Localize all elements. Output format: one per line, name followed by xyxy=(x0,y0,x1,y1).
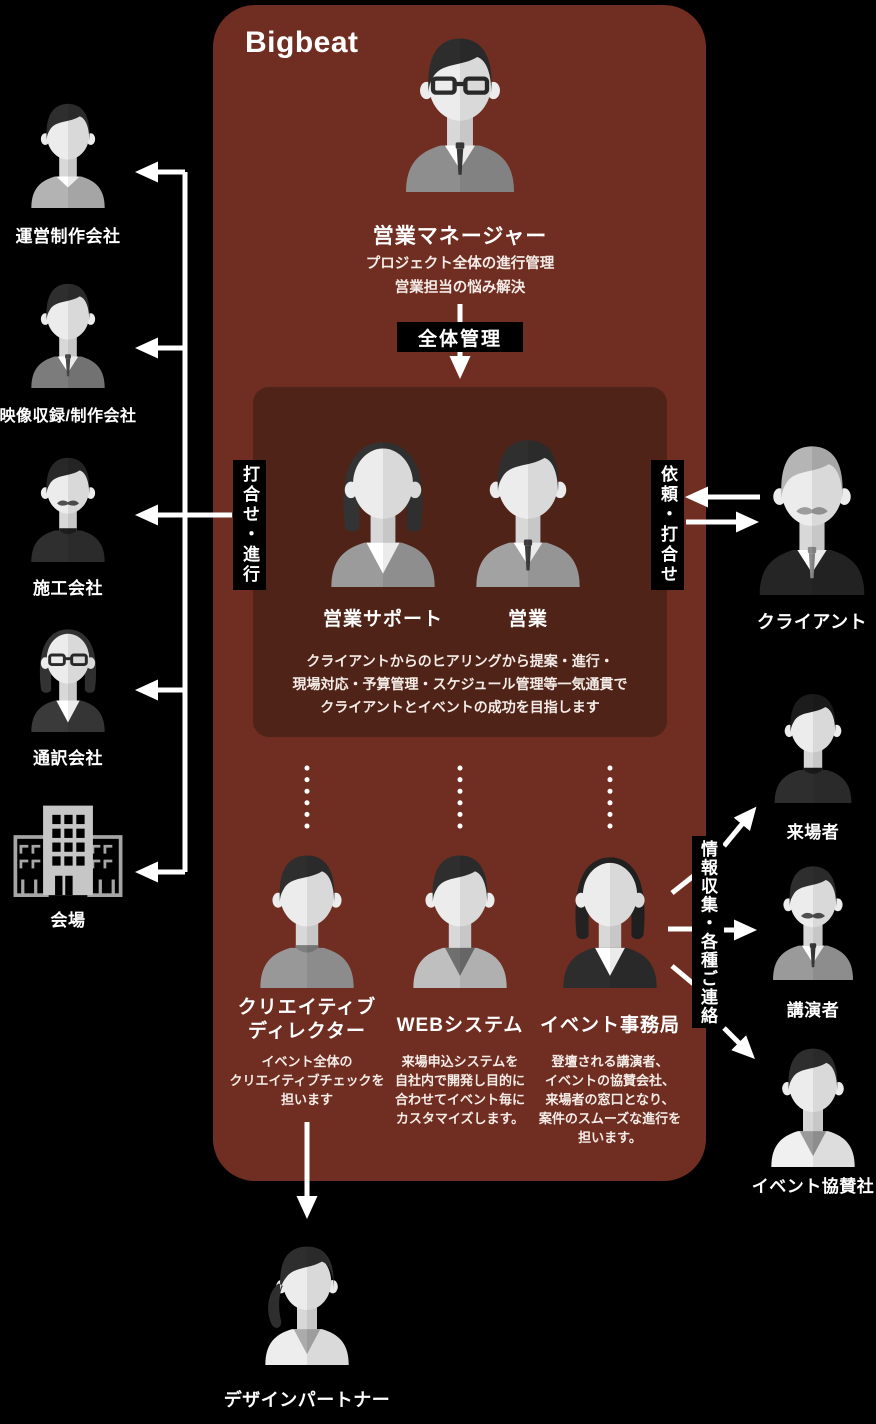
request-meeting-tag: 依頼・打合せ xyxy=(651,460,684,590)
sales-team-desc: クライアントからのヒアリングから提案・進行・ 現場対応・予算管理・スケジュール管… xyxy=(292,653,628,715)
creative-director-avatar xyxy=(251,848,363,988)
interpreter-company-name: 通訳会社 xyxy=(33,749,103,768)
event-office-name: イベント事務局 xyxy=(539,1015,681,1036)
sales-manager-name: 営業マネージャー xyxy=(372,225,548,248)
sales-manager-desc: プロジェクト全体の進行管理 営業担当の悩み解決 xyxy=(365,256,555,296)
video-company-name: 映像収録/制作会社 xyxy=(0,408,137,425)
arrow-to-sponsors xyxy=(722,1026,755,1059)
op-company-name: 運営制作会社 xyxy=(15,227,121,246)
video-company-avatar xyxy=(24,278,112,388)
overall-control-tag: 全体管理 xyxy=(397,322,523,352)
info-collection-tag: 情報収集・各種ご連絡 xyxy=(692,836,723,1028)
sales-avatar xyxy=(466,432,590,587)
web-system-avatar xyxy=(404,848,516,988)
sales-support-name: 営業サポート xyxy=(322,609,444,630)
speakers-avatar xyxy=(765,860,861,980)
creative-director-name: クリエイティブ ディレクター xyxy=(237,997,377,1042)
sponsors-avatar xyxy=(763,1042,863,1167)
client-name: クライアント xyxy=(756,612,868,632)
meeting-progress-tag: 打合せ・進行 xyxy=(233,460,266,590)
design-partner-name: デザインパートナー xyxy=(223,1390,391,1410)
interpreter-company-avatar xyxy=(24,622,112,732)
venue-name: 会場 xyxy=(50,911,86,930)
construction-company-avatar xyxy=(24,452,112,562)
web-system-name: WEBシステム xyxy=(396,1015,524,1036)
sales-team-panel xyxy=(253,387,667,737)
construction-company-name: 施工会社 xyxy=(33,579,103,598)
sales-support-avatar xyxy=(321,432,445,587)
venue-building-icon xyxy=(8,798,128,900)
client-avatar xyxy=(749,438,875,595)
sales-manager-avatar xyxy=(395,30,525,192)
op-company-avatar xyxy=(24,98,112,208)
design-partner-avatar xyxy=(257,1240,357,1365)
visitors-avatar xyxy=(767,688,859,803)
sponsors-name: イベント協賛社 xyxy=(751,1177,875,1196)
event-office-avatar xyxy=(554,848,666,988)
event-office-desc: 登壇される講演者、 イベントの協賛会社、 来場者の窓口となり、 案件のスムーズな… xyxy=(538,1054,682,1145)
web-system-desc: 来場申込システムを 自社内で開発し目的に 合わせてイベント毎に カスタマイズしま… xyxy=(394,1054,526,1126)
creative-director-desc: イベント全体の クリエイティブチェックを 担います xyxy=(229,1054,385,1107)
arrow-to-visitors xyxy=(722,806,757,848)
visitors-name: 来場者 xyxy=(786,823,840,842)
speakers-name: 講演者 xyxy=(786,1001,840,1020)
brand-title: Bigbeat xyxy=(245,26,359,59)
sales-name: 営業 xyxy=(507,609,549,630)
